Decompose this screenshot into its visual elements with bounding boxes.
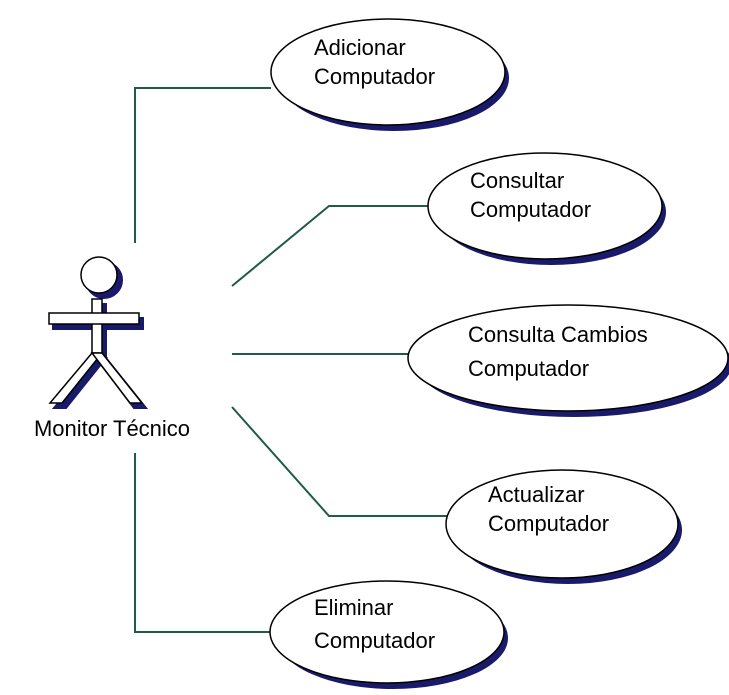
use-case-eliminar[interactable]: Eliminar Computador xyxy=(269,580,508,689)
actor-right-leg xyxy=(90,352,144,404)
use-case-consultar[interactable]: Consultar Computador xyxy=(427,152,666,265)
use-case-label-line1: Adicionar xyxy=(314,35,406,60)
association-adicionar xyxy=(134,87,271,243)
use-case-consulta-cambios[interactable]: Consulta Cambios Computador xyxy=(407,304,729,417)
use-case-ellipse xyxy=(270,18,506,126)
use-case-label-line2: Computador xyxy=(314,628,435,653)
actor-arms xyxy=(48,312,140,325)
use-case-adicionar[interactable]: Adicionar Computador xyxy=(270,18,509,131)
actor-name: Monitor Técnico xyxy=(34,416,190,441)
actor-figure: Monitor Técnico xyxy=(34,256,190,441)
use-case-label-line2: Computador xyxy=(314,64,435,89)
actor-torso xyxy=(91,298,103,358)
associations xyxy=(134,87,447,633)
use-case-label-line2: Computador xyxy=(470,197,591,222)
association-eliminar xyxy=(134,453,271,633)
use-case-ellipse xyxy=(407,304,729,412)
use-case-label-line1: Actualizar xyxy=(488,482,585,507)
actor-head xyxy=(80,256,118,294)
use-case-ellipse xyxy=(269,580,505,684)
use-case-label-line1: Consultar xyxy=(470,168,564,193)
use-case-actualizar[interactable]: Actualizar Computador xyxy=(445,469,682,584)
use-case-label-line1: Consulta Cambios xyxy=(468,322,648,347)
use-case-label-line2: Computador xyxy=(488,511,609,536)
association-actualizar xyxy=(231,406,447,517)
association-consultar xyxy=(231,205,428,287)
use-case-ellipse xyxy=(427,152,663,260)
use-case-ellipse xyxy=(445,469,679,579)
use-case-label-line2: Computador xyxy=(468,356,589,381)
actor-body xyxy=(48,256,144,404)
use-case-label-line1: Eliminar xyxy=(314,595,393,620)
